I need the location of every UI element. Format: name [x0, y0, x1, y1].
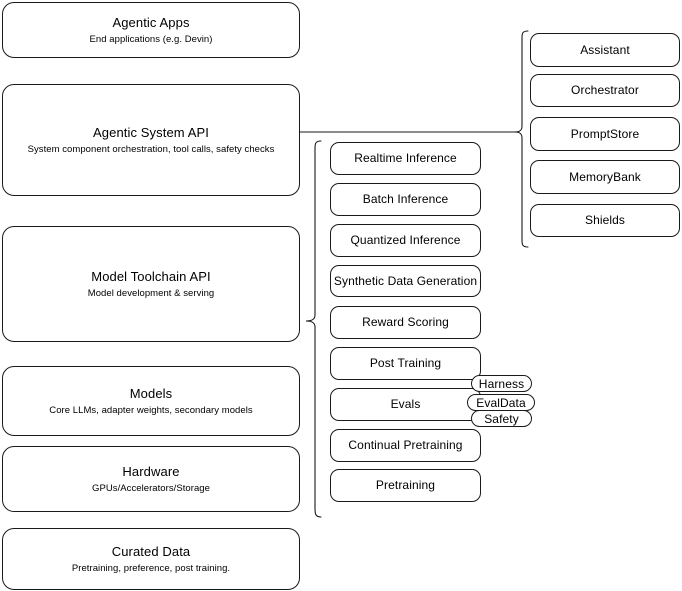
component-box-orchestrator[interactable]: Orchestrator [530, 74, 680, 107]
layer-subtitle: Core LLMs, adapter weights, secondary mo… [49, 404, 253, 416]
layer-box-model-toolchain-api[interactable]: Model Toolchain API Model development & … [2, 226, 300, 342]
component-box-pretraining[interactable]: Pretraining [330, 469, 481, 502]
component-box-shields[interactable]: Shields [530, 204, 680, 237]
layer-title: Agentic Apps [112, 14, 190, 30]
component-box-post-training[interactable]: Post Training [330, 347, 481, 380]
component-label: Orchestrator [571, 83, 639, 97]
component-box-synthetic-data-generation[interactable]: Synthetic Data Generation [330, 265, 481, 297]
connector-agentic-system-to-components [300, 126, 516, 138]
layer-box-models[interactable]: Models Core LLMs, adapter weights, secon… [2, 366, 300, 436]
component-box-promptstore[interactable]: PromptStore [530, 117, 680, 151]
layer-title: Curated Data [111, 543, 191, 559]
brace-agentic-components [512, 30, 530, 248]
evals-tag-evaldata[interactable]: EvalData [467, 394, 535, 411]
layer-title: Model Toolchain API [91, 268, 211, 284]
layer-subtitle: System component orchestration, tool cal… [27, 143, 275, 155]
component-label: Continual Pretraining [348, 438, 463, 452]
brace-toolchain-components [302, 140, 322, 518]
layer-subtitle: GPUs/Accelerators/Storage [92, 482, 210, 494]
layer-title: Agentic System API [93, 124, 209, 140]
component-label: Pretraining [375, 478, 436, 492]
evals-tag-harness[interactable]: Harness [471, 375, 532, 392]
component-box-batch-inference[interactable]: Batch Inference [330, 183, 481, 216]
component-box-evals[interactable]: Evals [330, 388, 481, 421]
evals-tag-safety[interactable]: Safety [471, 410, 532, 427]
component-box-assistant[interactable]: Assistant [530, 33, 680, 67]
component-label: Shields [584, 213, 626, 227]
component-label: PromptStore [570, 126, 640, 141]
component-label: Assistant [580, 42, 630, 57]
component-box-realtime-inference[interactable]: Realtime Inference [330, 142, 481, 175]
component-label: Synthetic Data Generation [333, 273, 478, 288]
component-box-memorybank[interactable]: MemoryBank [530, 160, 680, 194]
component-label: MemoryBank [569, 169, 641, 184]
layer-box-agentic-apps[interactable]: Agentic Apps End applications (e.g. Devi… [2, 2, 300, 58]
layer-box-curated-data[interactable]: Curated Data Pretraining, preference, po… [2, 528, 300, 590]
evals-tag-label: EvalData [476, 395, 526, 410]
component-label: Post Training [369, 356, 442, 370]
component-box-quantized-inference[interactable]: Quantized Inference [330, 224, 481, 257]
evals-tag-label: Safety [484, 411, 519, 426]
layer-box-hardware[interactable]: Hardware GPUs/Accelerators/Storage [2, 446, 300, 512]
layer-box-agentic-system-api[interactable]: Agentic System API System component orch… [2, 84, 300, 196]
evals-tag-label: Harness [478, 376, 525, 391]
component-label: Quantized Inference [350, 233, 461, 247]
layer-title: Models [129, 385, 173, 401]
component-label: Evals [390, 397, 421, 411]
layer-title: Hardware [122, 463, 180, 479]
component-label: Batch Inference [362, 192, 449, 206]
component-box-continual-pretraining[interactable]: Continual Pretraining [330, 429, 481, 462]
component-label: Realtime Inference [354, 151, 457, 165]
layer-subtitle: End applications (e.g. Devin) [89, 33, 213, 45]
component-box-reward-scoring[interactable]: Reward Scoring [330, 306, 481, 339]
layer-subtitle: Pretraining, preference, post training. [71, 562, 231, 574]
component-label: Reward Scoring [362, 315, 449, 329]
layer-subtitle: Model development & serving [87, 287, 215, 299]
